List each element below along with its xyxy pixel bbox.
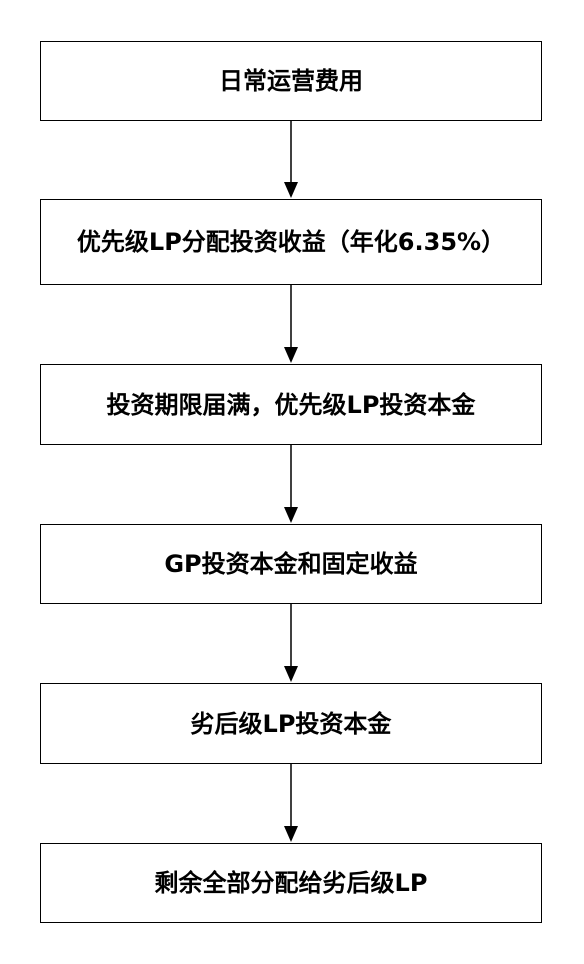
- step-label: 日常运营费用: [219, 67, 363, 95]
- step-label: 优先级LP分配投资收益（年化6.35%）: [76, 228, 506, 256]
- arrow-down-icon: [281, 285, 301, 364]
- step-box-junior-lp-principal: 劣后级LP投资本金: [40, 683, 542, 764]
- step-label: GP投资本金和固定收益: [164, 550, 418, 578]
- step-box-remaining-to-junior-lp: 剩余全部分配给劣后级LP: [40, 843, 542, 923]
- step-box-gp-principal-fixed-return: GP投资本金和固定收益: [40, 524, 542, 604]
- step-label: 剩余全部分配给劣后级LP: [154, 869, 428, 897]
- step-label: 投资期限届满，优先级LP投资本金: [106, 390, 476, 419]
- arrow-down-icon: [281, 121, 301, 199]
- step-box-senior-lp-return: 优先级LP分配投资收益（年化6.35%）: [40, 199, 542, 285]
- step-box-senior-lp-principal: 投资期限届满，优先级LP投资本金: [40, 364, 542, 445]
- arrow-down-icon: [281, 764, 301, 843]
- arrow-down-icon: [281, 604, 301, 683]
- arrow-down-icon: [281, 445, 301, 524]
- step-box-operating-expenses: 日常运营费用: [40, 41, 542, 121]
- step-label: 劣后级LP投资本金: [190, 709, 392, 738]
